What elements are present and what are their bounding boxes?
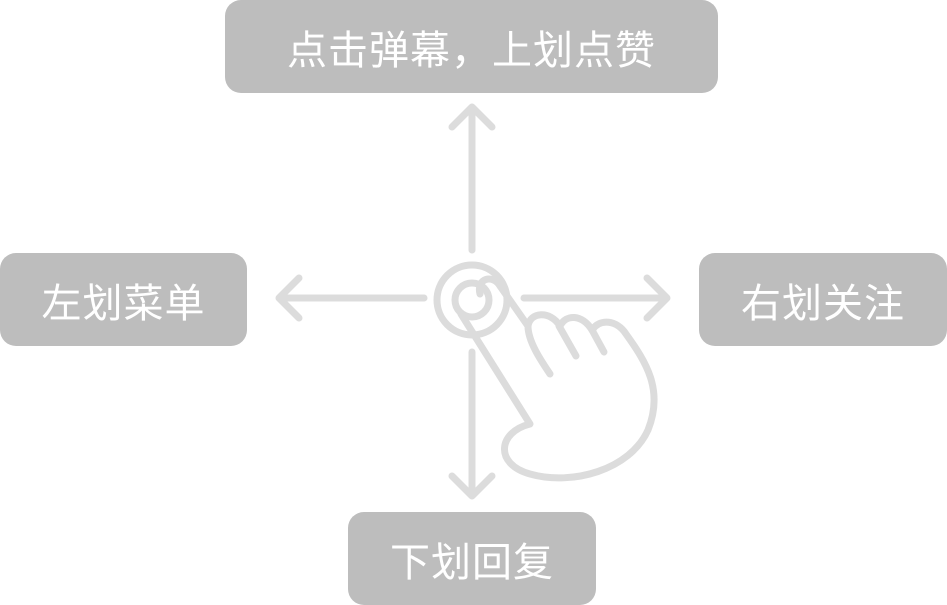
arrow-up-icon	[448, 103, 496, 254]
swipe-right-follow-hint: 右划关注	[699, 253, 947, 346]
arrow-right-icon	[520, 274, 671, 322]
tap-circle-icon	[433, 261, 511, 339]
swipe-up-like-hint: 点击弹幕，上划点赞	[225, 0, 718, 93]
swipe-left-menu-hint: 左划菜单	[0, 253, 247, 346]
swipe-down-reply-hint: 下划回复	[348, 512, 596, 605]
hand-pointer-icon	[457, 275, 658, 482]
arrow-left-icon	[275, 274, 428, 322]
arrow-down-icon	[448, 348, 496, 500]
